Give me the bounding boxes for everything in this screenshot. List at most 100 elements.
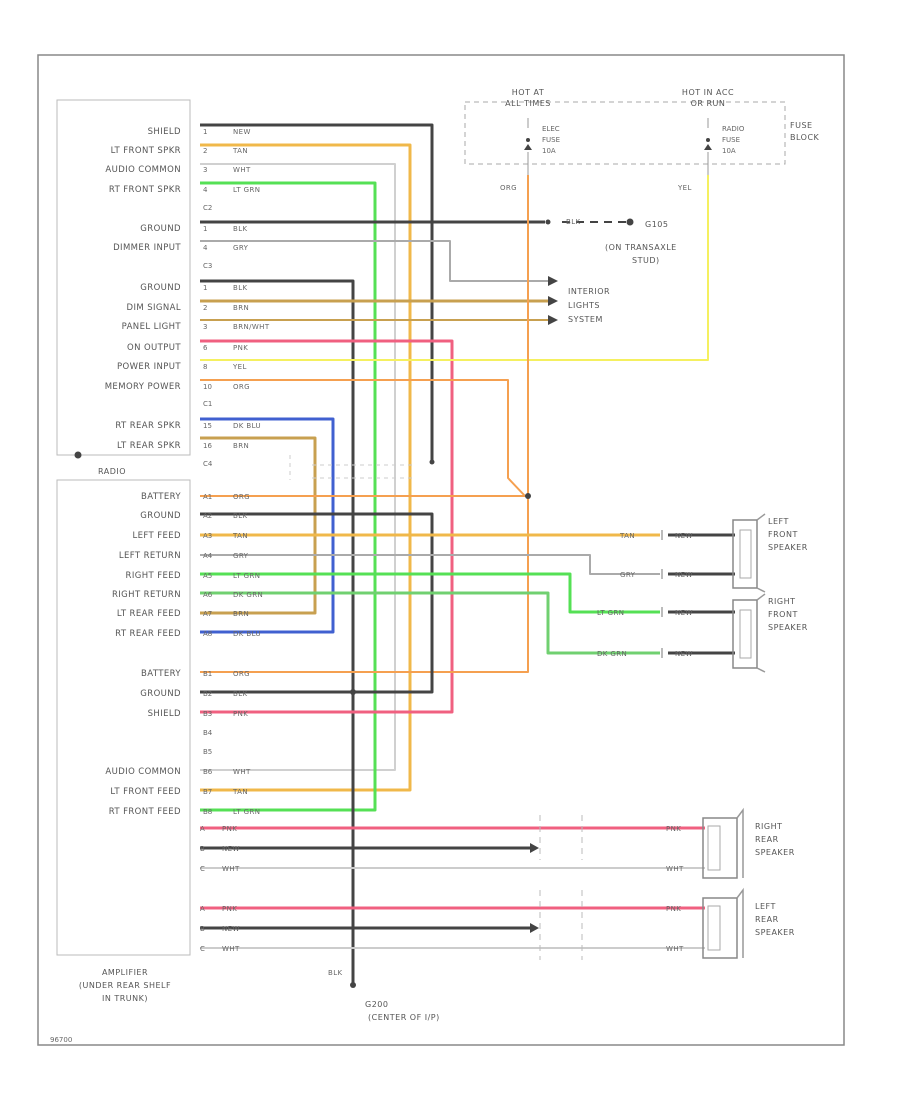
amp-pin-number: A7	[203, 610, 212, 618]
rear-connector-dash-2	[539, 890, 583, 960]
radio-wire-color: PNK	[233, 344, 248, 352]
amp-wire-color: LT GRN	[233, 572, 260, 580]
speaker-wire-label: WHT	[666, 945, 684, 953]
right-rear-speaker-shape	[702, 817, 738, 879]
radio-pin-label: DIM SIGNAL	[127, 303, 182, 313]
org-wire-label: ORG	[500, 184, 517, 192]
elec-fuse-arrow	[524, 144, 532, 150]
radio-pin-label: SHIELD	[148, 127, 181, 137]
wire-c3-memory	[200, 379, 526, 497]
wire-c4-audio-common	[200, 163, 396, 771]
amp-wire-color: DK BLU	[233, 630, 261, 638]
amp-title: (UNDER REAR SHELF	[79, 981, 171, 990]
radio-pin-label: POWER INPUT	[117, 362, 181, 372]
amp-wire-color: BRN	[233, 610, 249, 618]
amp-pin-number: A8	[203, 630, 212, 638]
radio-pin-number: 1	[203, 284, 207, 292]
rr-black-arrow	[530, 843, 539, 853]
wire-a5-right-feed	[200, 572, 660, 614]
wire-org-feed	[200, 175, 529, 673]
radio-pin-label: GROUND	[140, 283, 181, 293]
amp-wire-color: LT GRN	[233, 808, 260, 816]
radio-wire-color: BRN	[233, 304, 249, 312]
amp-wire-color: WHT	[233, 768, 251, 776]
amp-pin-number: B7	[203, 788, 212, 796]
amp-pin-label: RIGHT FEED	[126, 571, 182, 581]
amp-rear-wire: PNK	[222, 905, 237, 913]
hot-at-all-times: HOT AT	[512, 88, 544, 97]
amp-pin-label: LEFT FEED	[132, 531, 181, 541]
wire-c4-shield	[200, 123, 434, 462]
amp-pin-number: B3	[203, 710, 212, 718]
amp-rear-wire: WHT	[222, 945, 240, 953]
g200-label: (CENTER OF I/P)	[368, 1013, 440, 1022]
radio-fuse-label: RADIO	[722, 125, 745, 133]
radio-wire-color: NEW	[233, 128, 251, 136]
speaker-label: SPEAKER	[755, 928, 795, 937]
amp-pin-number: A2	[203, 512, 212, 520]
radio-pin-number: 10	[203, 383, 212, 391]
radio-pin-label: RT REAR SPKR	[115, 421, 181, 431]
amp-pin-number: B1	[203, 670, 212, 678]
amp-pin-label: SHIELD	[148, 709, 181, 719]
radio-fuse-arrow	[704, 144, 712, 150]
right-front-speaker-shape	[732, 599, 758, 669]
speaker-label: REAR	[755, 835, 779, 844]
radio-fuse-label: 10A	[722, 147, 736, 155]
wire-c1-rt-rear	[200, 417, 335, 634]
speaker-label: SPEAKER	[768, 623, 808, 632]
radio-pin-number: 15	[203, 422, 212, 430]
amp-pin-number: A5	[203, 572, 212, 580]
amp-pin-number: B2	[203, 690, 212, 698]
radio-pin-label: LT FRONT SPKR	[111, 146, 181, 156]
radio-pin-number: 2	[203, 304, 207, 312]
amp-pin-number: B5	[203, 748, 212, 756]
radio-pin-number: 6	[203, 344, 208, 352]
g200-wire-label: BLK	[328, 969, 343, 977]
amp-pin-number: A6	[203, 591, 213, 599]
fuse-dot-elec	[526, 138, 530, 142]
wire-a6-right-return	[200, 591, 660, 655]
radio-connector-c4: C4	[203, 460, 213, 468]
amp-pin-label: RT REAR FEED	[115, 629, 181, 639]
amp-pin-number: B8	[203, 808, 212, 816]
terminals	[74, 138, 710, 988]
rear-connector-dash-1	[539, 815, 583, 860]
fuse-block-title: FUSE	[790, 121, 813, 130]
left-front-speaker-shape	[732, 519, 758, 589]
radio-pin-number: 1	[203, 128, 207, 136]
speaker-wire-label: DK GRN	[597, 650, 627, 658]
speaker-label: LEFT	[755, 902, 776, 911]
radio-wire-color: BRN	[233, 442, 249, 450]
elec-fuse-label: FUSE	[542, 136, 560, 144]
wire-a4-left-return	[200, 554, 660, 575]
speaker-wire-label: PNK	[666, 905, 681, 913]
radio-pin-label: LT REAR SPKR	[117, 441, 181, 451]
amp-wire-color: TAN	[232, 788, 248, 796]
amplifier-box	[56, 479, 191, 956]
amp-wire-color: PNK	[233, 710, 248, 718]
amp-wire-color: TAN	[232, 532, 248, 540]
radio-pin-label: ON OUTPUT	[127, 343, 181, 353]
amp-pin-label: GROUND	[140, 689, 181, 699]
interior-lights-label: SYSTEM	[568, 315, 603, 324]
g105-terminal	[626, 218, 634, 226]
amp-pin-number: A3	[203, 532, 212, 540]
speaker-pin-wire: NEW	[675, 532, 693, 540]
radio-fuse-label: FUSE	[722, 136, 740, 144]
amp-rear-wire: NEW	[222, 845, 240, 853]
radio-wire-color: TAN	[232, 147, 248, 155]
junction-dot-org	[525, 493, 531, 499]
radio-pin-label: DIMMER INPUT	[113, 243, 181, 253]
amp-pin-label: LT REAR FEED	[117, 609, 181, 619]
interior-lights-label: LIGHTS	[568, 301, 600, 310]
hot-in-acc: OR RUN	[691, 99, 726, 108]
amp-rear-pin: C	[200, 865, 205, 873]
radio-pin-number: 16	[203, 442, 212, 450]
g105-label: G105	[645, 220, 668, 229]
radio-wire-color: DK BLU	[233, 422, 261, 430]
amp-pin-label: BATTERY	[141, 669, 181, 679]
amp-rear-pin: A	[200, 905, 205, 913]
wire-c3-on-output	[200, 339, 454, 714]
radio-wire-color: WHT	[233, 166, 251, 174]
